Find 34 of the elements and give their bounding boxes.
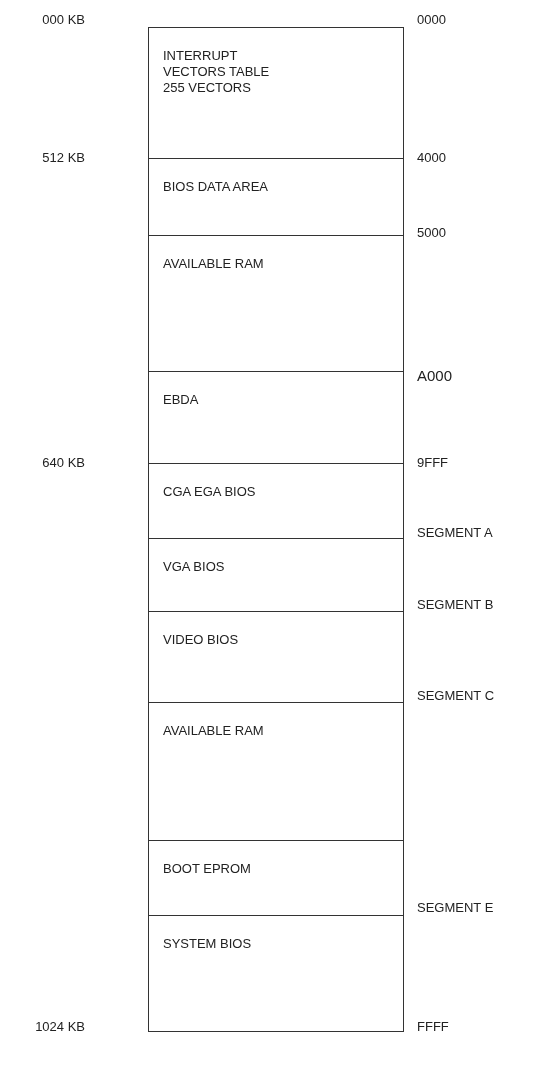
address-size-label: 512 KB <box>42 150 85 166</box>
segment-label: SYSTEM BIOS <box>163 936 252 952</box>
hex-address-label: FFFF <box>417 1019 449 1035</box>
segment-label: VIDEO BIOS <box>163 632 239 648</box>
segment-label: AVAILABLE RAM <box>163 723 264 739</box>
segment-label: VGA BIOS <box>163 559 225 575</box>
segment-label: INTERRUPT VECTORS TABLE 255 VECTORS <box>163 48 271 96</box>
memory-segment <box>148 235 404 372</box>
address-size-label: 1024 KB <box>35 1019 85 1035</box>
segment-label: BOOT EPROM <box>163 861 251 877</box>
segment-label: CGA EGA BIOS <box>163 484 256 500</box>
hex-address-label: SEGMENT A <box>417 525 493 541</box>
hex-address-label: 4000 <box>417 150 446 166</box>
hex-address-label: 0000 <box>417 12 446 28</box>
memory-segment <box>148 611 404 703</box>
address-size-label: 000 KB <box>42 12 85 28</box>
memory-segment <box>148 702 404 841</box>
hex-address-label: SEGMENT C <box>417 688 495 704</box>
address-size-label: 640 KB <box>42 455 85 471</box>
segment-label: BIOS DATA AREA <box>163 179 268 195</box>
hex-address-label: SEGMENT B <box>417 597 494 613</box>
memory-segment <box>148 27 404 159</box>
hex-address-label: 9FFF <box>417 455 449 471</box>
hex-address-label: SEGMENT E <box>417 900 494 916</box>
segment-label: AVAILABLE RAM <box>163 256 264 272</box>
memory-segment <box>148 463 404 539</box>
hex-address-label: A000 <box>417 368 453 384</box>
memory-segment <box>148 371 404 464</box>
memory-segment <box>148 840 404 916</box>
memory-segment <box>148 915 404 1032</box>
memory-segment <box>148 538 404 612</box>
memory-segment <box>148 158 404 236</box>
segment-label: EBDA <box>163 392 199 408</box>
hex-address-label: 5000 <box>417 225 446 241</box>
